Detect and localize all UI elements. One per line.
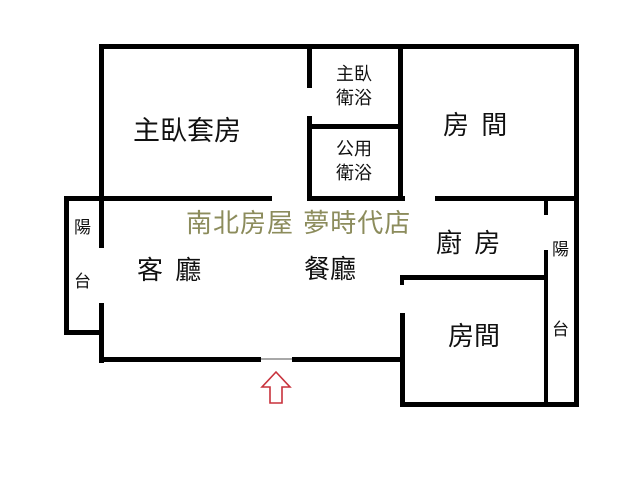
wall-suite-bath-lower [307, 116, 312, 200]
wall-suite-bath-upper [307, 44, 312, 88]
wall-living-bottom-left [99, 357, 261, 362]
wall-top [99, 44, 579, 49]
label-balcony-right-1: 陽 [552, 240, 569, 260]
wall-bedroom-left [400, 313, 405, 406]
wall-bath-bedroom [398, 44, 403, 200]
label-dining-room: 餐廳 [304, 255, 357, 285]
wall-living-bottom-right [292, 357, 404, 362]
watermark-agency: 南北房屋 夢時代店 [186, 209, 412, 239]
wall-bath-divider [307, 124, 402, 129]
wall-balcony-right-inner [544, 250, 548, 406]
label-master-bath: 主臥 衛浴 [320, 63, 388, 111]
entrance-threshold [261, 358, 292, 360]
label-master-suite: 主臥套房 [133, 116, 241, 147]
label-bedroom-bottom-right: 房間 [448, 322, 501, 352]
wall-mid-seg3 [435, 196, 579, 201]
room-balcony-right [545, 198, 577, 404]
up-arrow-icon [260, 370, 292, 404]
label-master-bath-line2: 衛浴 [336, 88, 372, 109]
wall-bedroom-left-stub [400, 275, 404, 285]
wall-balcony-left-bottom [64, 330, 104, 335]
wall-left-upper [99, 44, 104, 200]
label-balcony-left-1: 陽 [74, 218, 91, 238]
wall-living-left-upper [99, 196, 104, 248]
label-balcony-right-2: 台 [552, 320, 569, 340]
wall-bottom-right [400, 402, 579, 407]
wall-right [574, 44, 579, 406]
label-kitchen: 廚 房 [436, 229, 503, 259]
label-public-bath-line2: 衛浴 [336, 163, 372, 184]
wall-kitchen-bedroom [400, 275, 547, 280]
label-public-bath-line1: 公用 [336, 139, 372, 160]
wall-living-left-lower [99, 303, 104, 363]
wall-mid-seg2 [307, 196, 405, 201]
wall-balcony-left-outer [64, 196, 69, 335]
wall-balcony-right-stub [544, 198, 548, 215]
label-public-bath: 公用 衛浴 [320, 138, 388, 186]
label-living-room: 客 廳 [137, 256, 204, 286]
label-balcony-left-2: 台 [74, 272, 91, 292]
label-bedroom-top-right: 房 間 [443, 111, 510, 141]
wall-mid-seg1 [64, 196, 272, 201]
label-master-bath-line1: 主臥 [336, 64, 372, 85]
